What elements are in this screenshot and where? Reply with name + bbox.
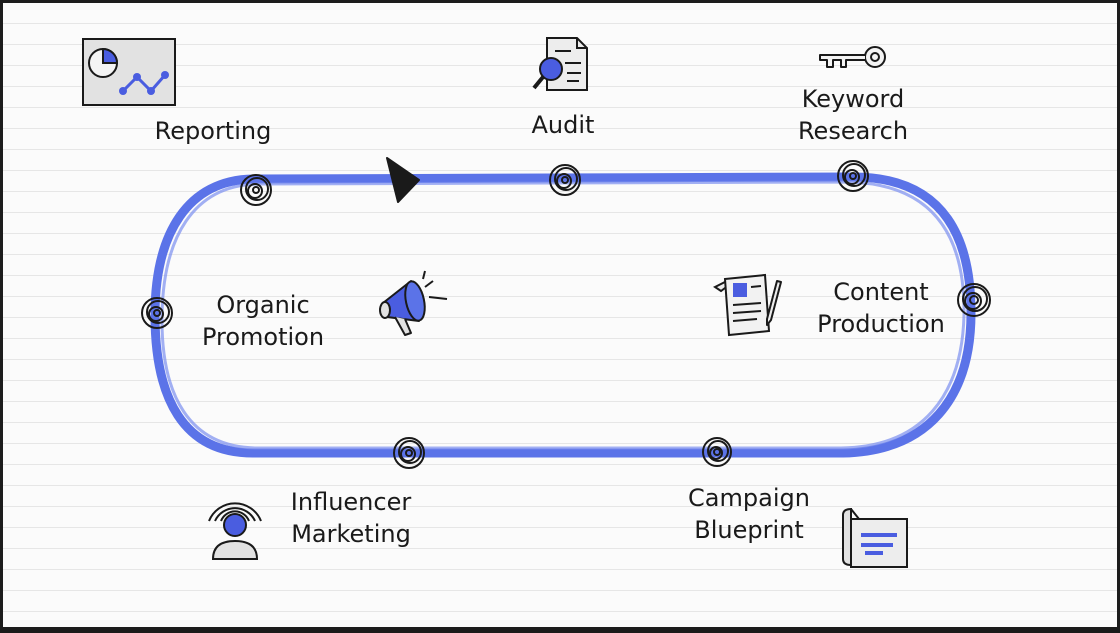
chart-board-icon <box>82 38 176 106</box>
blueprint-scroll-icon <box>842 507 908 568</box>
stage-label-content-production: Content Production <box>817 278 945 338</box>
node-content-production <box>957 283 991 317</box>
cycle-loop <box>150 157 976 458</box>
cycle-nodes <box>141 160 991 469</box>
broadcast-person-icon <box>208 502 262 560</box>
stage-label-influencer-marketing: Influencer Marketing <box>290 488 412 548</box>
stage-label-audit: Audit <box>531 111 595 139</box>
stage-label-reporting: Reporting <box>154 117 272 145</box>
node-campaign-blueprint <box>702 437 732 467</box>
key-icon <box>819 46 886 68</box>
node-audit <box>549 164 581 196</box>
megaphone-icon <box>379 270 448 336</box>
direction-arrow-icon <box>386 157 420 203</box>
stage-label-campaign-blueprint: Campaign Blueprint <box>688 484 810 544</box>
stage-label-organic-promotion: Organic Promotion <box>201 291 325 351</box>
document-magnifier-icon <box>532 37 588 91</box>
node-influencer-marketing <box>393 437 425 469</box>
document-pencil-icon <box>713 273 782 337</box>
stage-label-keyword-research: Keyword Research <box>797 85 909 145</box>
node-keyword-research <box>837 160 869 192</box>
node-reporting <box>240 174 272 206</box>
node-organic-promotion <box>141 297 173 329</box>
